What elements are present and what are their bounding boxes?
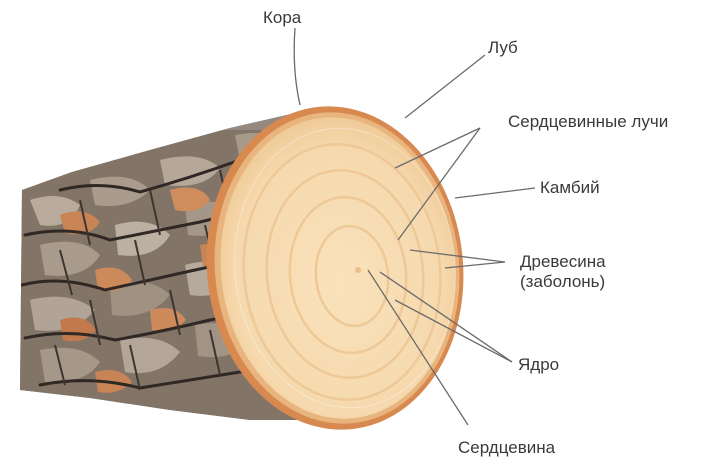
pith-center <box>355 267 361 273</box>
label-phloem: Луб <box>488 38 518 58</box>
label-sapwood: Древесина (заболонь) <box>520 252 606 291</box>
leader-cambium <box>455 188 535 198</box>
label-sapwood-line1: Древесина <box>520 252 606 272</box>
label-heartwood: Ядро <box>518 355 559 375</box>
label-cambium: Камбий <box>540 178 600 198</box>
label-bark: Кора <box>263 8 301 28</box>
label-medullary-rays: Сердцевинные лучи <box>508 112 668 132</box>
leader-bark <box>294 28 300 105</box>
label-pith: Сердцевина <box>458 438 555 458</box>
leader-phloem <box>405 55 485 118</box>
label-sapwood-line2: (заболонь) <box>520 272 606 292</box>
